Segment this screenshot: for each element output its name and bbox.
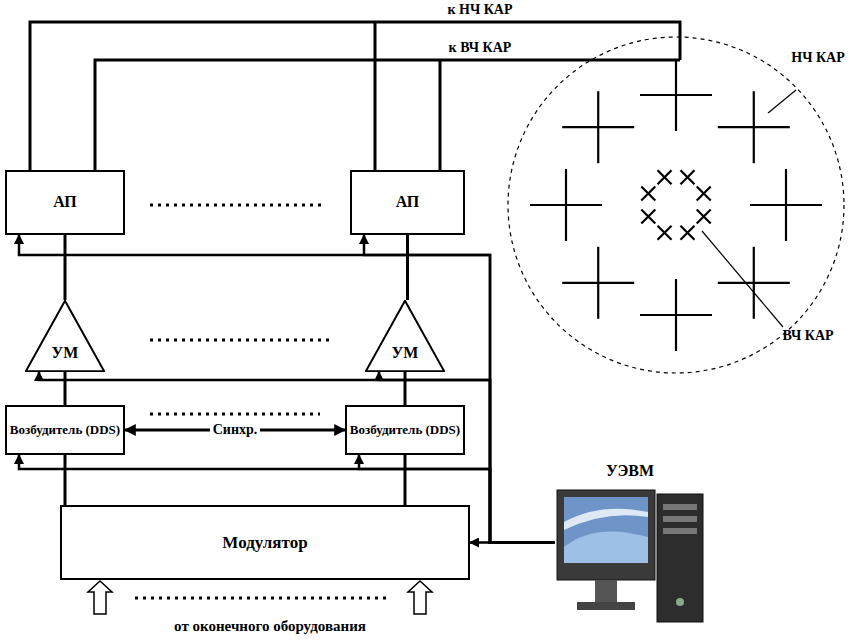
amplifier-panel: АП xyxy=(5,170,125,235)
control-line xyxy=(364,235,555,543)
exciter-box: Возбудитель (DDS) xyxy=(345,405,465,455)
power-amplifier: УМ xyxy=(25,300,105,372)
feed-lines xyxy=(30,22,680,170)
node-label: Модулятор xyxy=(222,533,307,553)
signal-line xyxy=(64,235,67,300)
control-computer: УЭВМ xyxy=(555,462,705,627)
input-arrows xyxy=(88,581,432,614)
node-label: АП xyxy=(396,193,420,211)
node-label: УМ xyxy=(52,344,79,362)
control-line xyxy=(19,235,555,543)
modulator-box: Модулятор xyxy=(60,505,470,580)
computer-picture xyxy=(555,462,705,627)
node-label: Возбудитель (DDS) xyxy=(10,423,120,438)
signal-line xyxy=(404,372,407,405)
antenna-label: НЧ КАР xyxy=(790,50,846,65)
node-label: Возбудитель (DDS) xyxy=(350,423,460,438)
antenna-field xyxy=(508,37,844,373)
feed-label: к НЧ КАР xyxy=(420,2,540,17)
exciter-box: Возбудитель (DDS) xyxy=(5,405,125,455)
triangle-outline xyxy=(365,300,445,372)
node-label: УЭВМ xyxy=(606,462,654,480)
amplifier-panel: АП xyxy=(350,170,465,235)
power-amplifier: УМ xyxy=(365,300,445,372)
leader-lines xyxy=(702,90,796,327)
antenna-label: ВЧ КАР xyxy=(780,328,836,343)
source-label: от оконечного оборудования xyxy=(85,618,455,635)
edge-label: Синхр. xyxy=(210,422,261,437)
node-label: УМ xyxy=(392,344,419,362)
signal-line xyxy=(406,235,409,300)
antenna-array xyxy=(530,59,822,351)
signal-line xyxy=(64,455,67,505)
signal-line xyxy=(404,455,407,505)
signal-line xyxy=(64,372,67,405)
node-label: АП xyxy=(53,193,77,211)
feed-label: к ВЧ КАР xyxy=(420,40,540,55)
triangle-outline xyxy=(25,300,105,372)
